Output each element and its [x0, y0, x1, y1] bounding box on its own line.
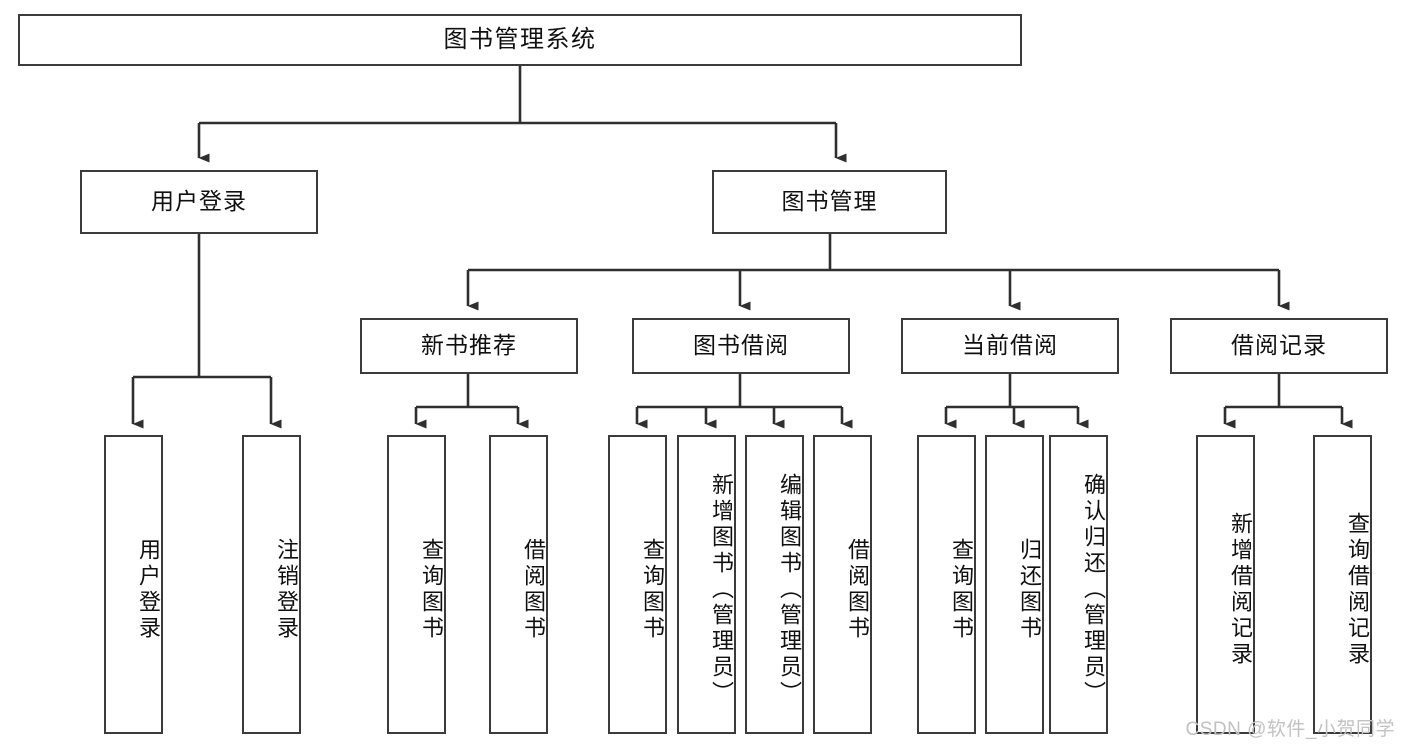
leaf-label: 查询图书: [419, 537, 444, 642]
node-current-borrow[interactable]: 当前借阅: [901, 318, 1119, 374]
node-current-borrow-label: 当前借阅: [962, 332, 1058, 359]
leaf-label: 借阅图书: [521, 537, 546, 642]
node-user-login[interactable]: 用户登录: [80, 170, 318, 234]
leaf-new-book-borrow[interactable]: 借阅图书: [489, 435, 548, 734]
leaf-borrow-record-query[interactable]: 查询借阅记录: [1313, 435, 1372, 734]
leaf-label: 注销登录: [274, 537, 299, 642]
leaf-label: 新增图书（管理员）: [709, 472, 734, 707]
leaf-borrow-record-add[interactable]: 新增借阅记录: [1196, 435, 1255, 734]
leaf-current-borrow-return[interactable]: 归还图书: [985, 435, 1044, 734]
node-book-manage-label: 图书管理: [781, 188, 878, 215]
leaf-label: 归还图书: [1017, 537, 1042, 642]
leaf-book-borrow-borrow[interactable]: 借阅图书: [813, 435, 872, 734]
leaf-new-book-query[interactable]: 查询图书: [387, 435, 446, 734]
leaf-user-login-login[interactable]: 用户登录: [104, 435, 163, 734]
leaf-label: 新增借阅记录: [1228, 511, 1253, 668]
node-new-book-recommend-label: 新书推荐: [421, 332, 517, 359]
leaf-book-borrow-edit[interactable]: 编辑图书（管理员）: [745, 435, 804, 734]
leaf-book-borrow-query[interactable]: 查询图书: [608, 435, 667, 734]
leaf-label: 确认归还（管理员）: [1081, 472, 1106, 707]
leaf-label: 编辑图书（管理员）: [777, 472, 802, 707]
leaf-label: 查询图书: [640, 537, 665, 642]
csdn-watermark: CSDN @软件_小贺同学: [1185, 719, 1395, 740]
node-borrow-record[interactable]: 借阅记录: [1170, 318, 1388, 374]
node-root-label: 图书管理系统: [443, 25, 597, 53]
leaf-user-login-logout[interactable]: 注销登录: [242, 435, 301, 734]
leaf-label: 借阅图书: [845, 537, 870, 642]
node-borrow-record-label: 借阅记录: [1231, 332, 1327, 359]
leaf-label: 查询图书: [949, 537, 974, 642]
leaf-current-borrow-query[interactable]: 查询图书: [917, 435, 976, 734]
leaf-current-borrow-confirm-return[interactable]: 确认归还（管理员）: [1049, 435, 1108, 734]
node-user-login-label: 用户登录: [151, 188, 247, 215]
node-new-book-recommend[interactable]: 新书推荐: [360, 318, 578, 374]
leaf-book-borrow-add[interactable]: 新增图书（管理员）: [677, 435, 736, 734]
node-book-borrow-label: 图书借阅: [693, 332, 789, 359]
node-root-library-system[interactable]: 图书管理系统: [18, 14, 1022, 66]
leaf-label: 用户登录: [136, 537, 161, 642]
leaf-label: 查询借阅记录: [1345, 511, 1370, 668]
node-book-manage[interactable]: 图书管理: [712, 170, 947, 234]
node-book-borrow[interactable]: 图书借阅: [632, 318, 850, 374]
